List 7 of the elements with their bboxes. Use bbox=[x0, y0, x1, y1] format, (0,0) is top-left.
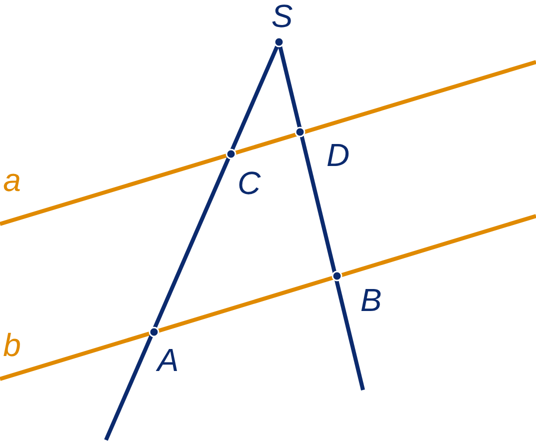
point-label: B bbox=[360, 284, 382, 316]
point-label: C bbox=[237, 167, 261, 199]
line-label: b bbox=[3, 329, 21, 361]
point-label: S bbox=[271, 0, 293, 32]
line-label: a bbox=[3, 164, 21, 196]
point-label: A bbox=[157, 344, 179, 376]
point-label: D bbox=[326, 139, 350, 171]
